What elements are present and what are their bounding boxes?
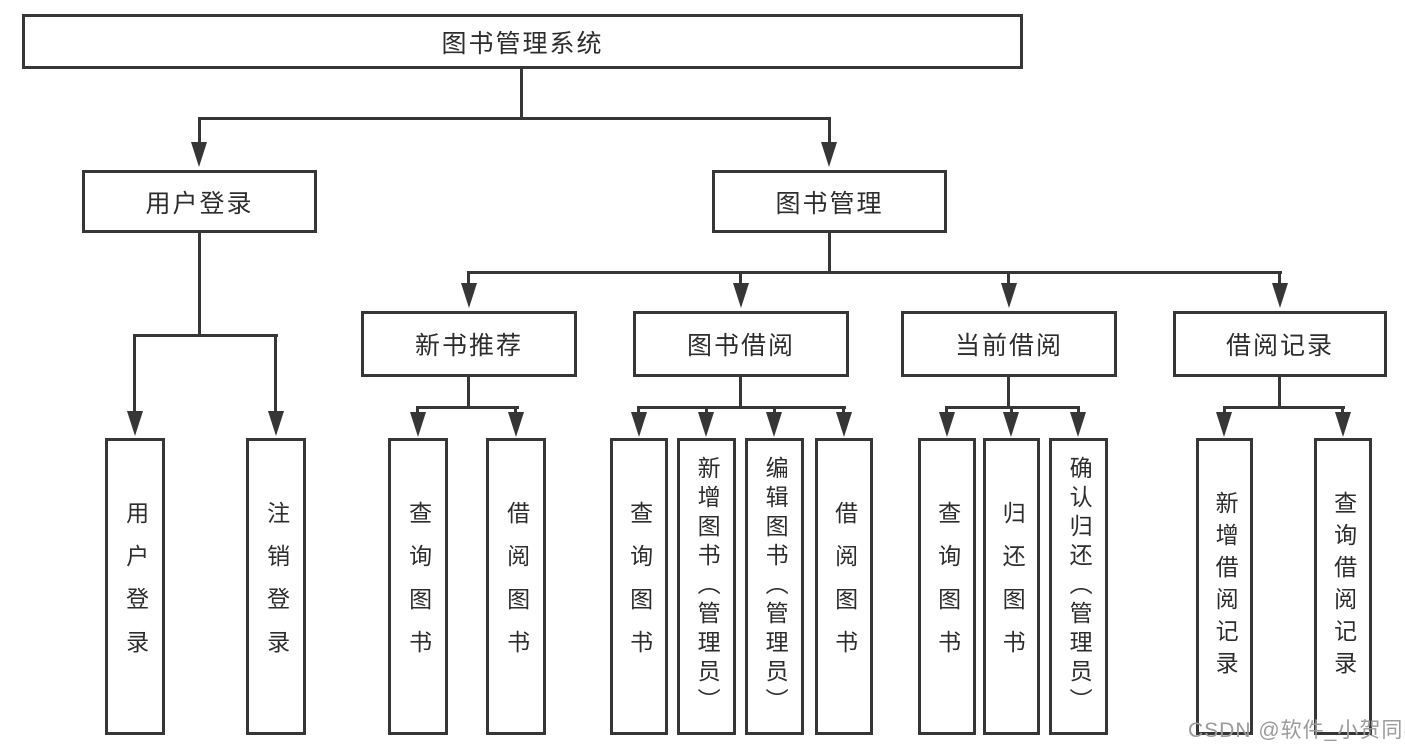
leaf-borrowing-edit-books-admin-label: 编辑图书（管理员） [762, 456, 789, 717]
connector-userlogin-bar [133, 334, 278, 337]
node-borrowing-records: 借阅记录 [1173, 311, 1387, 377]
leaf-borrowing-borrow-books-label: 借阅图书 [831, 500, 858, 673]
node-borrowing-records-label: 借阅记录 [1225, 332, 1334, 360]
node-current-borrowing: 当前借阅 [901, 311, 1117, 377]
connector-root-left-drop [198, 117, 201, 145]
connector-currentborrow-drop-2 [1010, 406, 1013, 415]
arrowhead-down [1003, 412, 1019, 437]
leaf-borrowing-edit-books-admin: 编辑图书（管理员） [745, 438, 804, 735]
leaf-newbooks-query-books: 查询图书 [388, 438, 448, 735]
node-book-management-label: 图书管理 [775, 189, 884, 218]
connector-records-drop-2 [1341, 406, 1344, 415]
leaf-user-login: 用户登录 [105, 438, 165, 735]
leaf-records-add-borrow-record-label: 新增借阅记录 [1212, 490, 1239, 683]
connector-bookmgmt-drop-1 [467, 271, 470, 286]
leaf-records-add-borrow-record: 新增借阅记录 [1196, 438, 1253, 735]
connector-currentborrow-drop-3 [1077, 406, 1080, 415]
connector-bookmgmt-drop-2 [739, 271, 742, 286]
connector-bookborrow-stem [739, 377, 742, 408]
connector-records-drop-1 [1223, 406, 1226, 415]
connector-root-stem [520, 69, 523, 119]
arrowhead-down [127, 411, 143, 436]
watermark-text: CSDN @软件_小贺同学 [1188, 719, 1405, 742]
connector-newbooks-drop-2 [514, 406, 517, 415]
connector-bookmgmt-drop-3 [1007, 271, 1010, 286]
node-book-management: 图书管理 [712, 170, 947, 233]
node-root-label: 图书管理系统 [441, 29, 604, 58]
leaf-newbooks-borrow-books: 借阅图书 [486, 438, 546, 735]
arrowhead-down [836, 412, 852, 437]
leaf-borrowing-query-books-label: 查询图书 [626, 500, 653, 673]
leaf-newbooks-query-books-label: 查询图书 [405, 500, 432, 673]
connector-bookborrow-drop-4 [842, 406, 845, 415]
arrowhead-down [766, 412, 782, 437]
connector-currentborrow-drop-1 [945, 406, 948, 415]
leaf-borrowing-query-books: 查询图书 [610, 438, 668, 735]
arrowhead-down [1070, 412, 1086, 437]
leaf-newbooks-borrow-books-label: 借阅图书 [503, 500, 530, 673]
leaf-current-query-books-label: 查询图书 [934, 500, 961, 673]
arrowhead-down [1272, 283, 1288, 308]
connector-userlogin-stem [198, 233, 201, 336]
connector-records-stem [1278, 377, 1281, 408]
leaf-current-confirm-return-admin-label: 确认归还（管理员） [1066, 456, 1093, 717]
leaf-current-confirm-return-admin: 确认归还（管理员） [1049, 438, 1108, 735]
connector-bookborrow-drop-1 [637, 406, 640, 415]
connector-bookborrow-drop-3 [773, 406, 776, 415]
node-new-book-recommend: 新书推荐 [361, 311, 577, 377]
connector-records-bar [1223, 406, 1345, 409]
connector-newbooks-bar [416, 406, 519, 409]
connector-userlogin-drop-1 [133, 334, 136, 414]
connector-bookmgmt-drop-4 [1278, 271, 1281, 286]
leaf-borrowing-add-books-admin-label: 新增图书（管理员） [694, 456, 721, 717]
leaf-user-login-label: 用户登录 [122, 500, 149, 673]
arrowhead-down [268, 411, 284, 436]
arrowhead-down [821, 142, 837, 167]
connector-userlogin-drop-2 [274, 334, 277, 414]
arrowhead-down [631, 412, 647, 437]
connector-currentborrow-stem [1007, 377, 1010, 408]
node-book-borrowing: 图书借阅 [633, 311, 849, 377]
node-root: 图书管理系统 [22, 14, 1023, 69]
connector-bookborrow-bar [637, 406, 846, 409]
leaf-borrowing-borrow-books: 借阅图书 [815, 438, 873, 735]
arrowhead-down [508, 412, 524, 437]
arrowhead-down [191, 142, 207, 167]
leaf-logout-label: 注销登录 [263, 500, 290, 673]
arrowhead-down [733, 283, 749, 308]
leaf-logout: 注销登录 [246, 438, 306, 735]
leaf-records-query-borrow-record: 查询借阅记录 [1314, 438, 1372, 735]
node-user-login-label: 用户登录 [145, 189, 254, 218]
connector-root-bar [198, 117, 831, 120]
node-new-book-recommend-label: 新书推荐 [414, 332, 523, 360]
connector-bookborrow-drop-2 [705, 406, 708, 415]
arrowhead-down [410, 412, 426, 437]
connector-newbooks-drop-1 [416, 406, 419, 415]
connector-bookmgmt-stem [828, 233, 831, 274]
node-user-login: 用户登录 [82, 170, 317, 233]
connector-root-right-drop [828, 117, 831, 145]
arrowhead-down [461, 283, 477, 308]
leaf-records-query-borrow-record-label: 查询借阅记录 [1330, 490, 1357, 683]
arrowhead-down [939, 412, 955, 437]
leaf-borrowing-add-books-admin: 新增图书（管理员） [677, 438, 736, 735]
leaf-current-return-books-label: 归还图书 [999, 500, 1026, 673]
node-current-borrowing-label: 当前借阅 [954, 332, 1063, 360]
arrowhead-down [1216, 412, 1232, 437]
connector-bookmgmt-bar [467, 271, 1282, 274]
leaf-current-return-books: 归还图书 [983, 438, 1040, 735]
node-book-borrowing-label: 图书借阅 [686, 332, 795, 360]
arrowhead-down [1335, 412, 1351, 437]
arrowhead-down [698, 412, 714, 437]
connector-newbooks-stem [467, 377, 470, 408]
leaf-current-query-books: 查询图书 [918, 438, 976, 735]
arrowhead-down [1001, 283, 1017, 308]
